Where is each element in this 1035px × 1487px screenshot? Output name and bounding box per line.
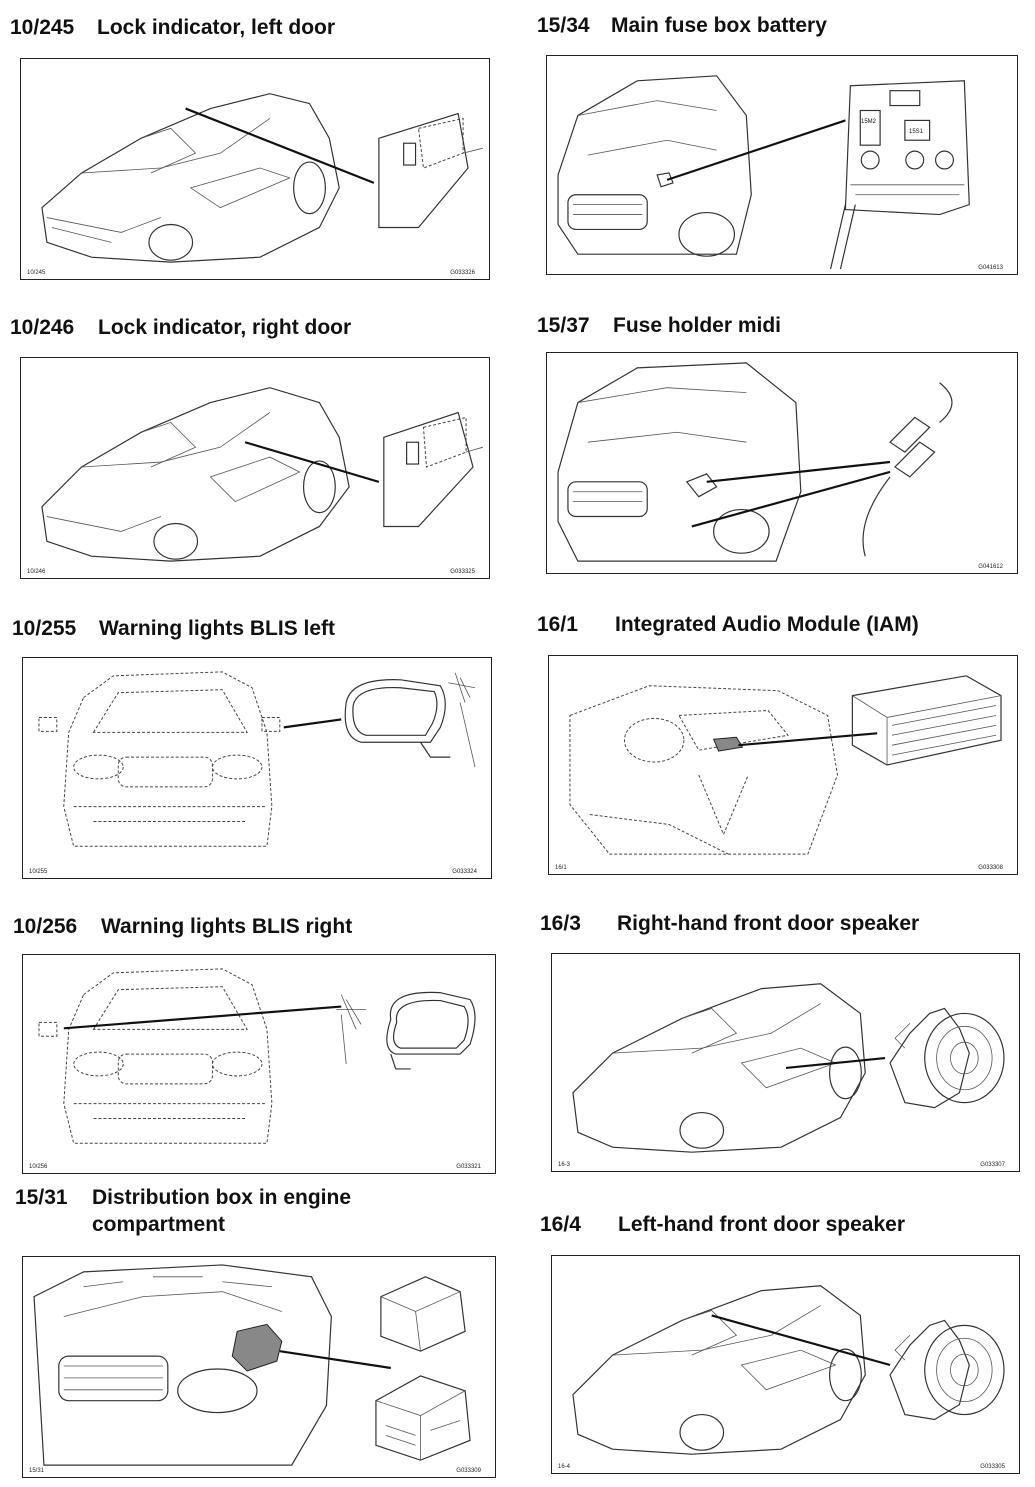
figure-ref-right: G041613 bbox=[978, 265, 1003, 271]
figure-ref-left: 16/1 bbox=[555, 865, 567, 871]
dashboard-and-audio-module-drawing bbox=[569, 675, 1002, 855]
figure-ref-right: G033305 bbox=[980, 1464, 1005, 1470]
figure-ref-left: 10/246 bbox=[27, 569, 46, 575]
section-title-line-1: Distribution box in engine bbox=[92, 1186, 351, 1209]
section-title: Warning lights BLIS right bbox=[101, 915, 353, 938]
illustration-distribution-box-engine-compartment: 15/31 G033309 bbox=[22, 1256, 496, 1478]
section-code: 15/37 bbox=[537, 314, 590, 337]
illustration-warning-lights-blis-left: 10/255 G033324 bbox=[22, 657, 492, 879]
convertible-and-speaker-drawing bbox=[572, 1285, 1005, 1455]
figure-ref-right: G033308 bbox=[978, 865, 1003, 871]
illustration-main-fuse-box-battery: 15M2 15S1 G041613 bbox=[546, 55, 1018, 275]
figure-ref-right: G033309 bbox=[456, 1468, 481, 1474]
section-code: 10/256 bbox=[13, 915, 78, 938]
section-code: 16/3 bbox=[540, 912, 581, 935]
car-front-view-drawing bbox=[38, 968, 476, 1144]
figure-ref-right: G033321 bbox=[456, 1164, 481, 1170]
section-title: Main fuse box battery bbox=[611, 14, 827, 37]
figure-ref-left: 10/245 bbox=[27, 270, 46, 276]
section-title: Right-hand front door speaker bbox=[617, 912, 920, 935]
illustration-right-hand-front-door-speaker: 16-3 G033307 bbox=[551, 953, 1020, 1172]
convertible-and-speaker-drawing bbox=[572, 983, 1005, 1153]
convertible-car-drawing bbox=[41, 93, 484, 263]
illustration-left-hand-front-door-speaker: 16-4 G033305 bbox=[551, 1255, 1020, 1474]
section-title: Integrated Audio Module (IAM) bbox=[615, 613, 919, 636]
figure-ref-right: G033326 bbox=[450, 270, 475, 276]
illustration-warning-lights-blis-right: 10/256 G033321 bbox=[22, 954, 496, 1174]
figure-ref-right: G033325 bbox=[450, 569, 475, 575]
illustration-lock-indicator-left-door: 10/245 G033326 bbox=[20, 58, 490, 280]
section-title: Lock indicator, right door bbox=[98, 316, 352, 339]
engine-and-fuse-holder-drawing bbox=[557, 362, 953, 562]
figure-ref-right: G033307 bbox=[980, 1162, 1005, 1168]
engine-compartment-drawing bbox=[33, 1264, 471, 1466]
figure-ref-left: 10/255 bbox=[29, 869, 48, 875]
figure-ref-left: 16-3 bbox=[558, 1162, 571, 1168]
section-code: 15/34 bbox=[537, 14, 590, 37]
section-title: Warning lights BLIS left bbox=[99, 617, 336, 640]
figure-ref-left: 16-4 bbox=[558, 1464, 571, 1470]
section-title: Fuse holder midi bbox=[613, 314, 782, 337]
car-front-view-drawing bbox=[38, 671, 476, 847]
fuse-label: 15M2 bbox=[861, 119, 877, 125]
section-code: 10/255 bbox=[12, 617, 77, 640]
fuse-label: 15S1 bbox=[909, 129, 924, 135]
figure-ref-right: G033324 bbox=[452, 869, 477, 875]
section-code: 16/4 bbox=[540, 1213, 581, 1236]
illustration-integrated-audio-module: 16/1 G033308 bbox=[548, 655, 1018, 875]
illustration-fuse-holder-midi: G041612 bbox=[546, 352, 1018, 574]
figure-ref-left: 10/256 bbox=[29, 1164, 48, 1170]
figure-ref-right: G041612 bbox=[978, 564, 1003, 570]
engine-and-fuse-box-drawing bbox=[557, 75, 970, 270]
figure-ref-left: 15/31 bbox=[29, 1468, 45, 1474]
section-code: 16/1 bbox=[537, 613, 578, 636]
illustration-lock-indicator-right-door: 10/246 G033325 bbox=[20, 357, 490, 579]
section-title: Lock indicator, left door bbox=[97, 16, 336, 39]
section-code: 10/245 bbox=[10, 16, 75, 39]
convertible-car-drawing bbox=[41, 387, 484, 562]
section-title: Left-hand front door speaker bbox=[618, 1213, 906, 1236]
section-code: 10/246 bbox=[10, 316, 75, 339]
section-title-line-2: compartment bbox=[92, 1213, 226, 1236]
section-code: 15/31 bbox=[15, 1186, 68, 1209]
